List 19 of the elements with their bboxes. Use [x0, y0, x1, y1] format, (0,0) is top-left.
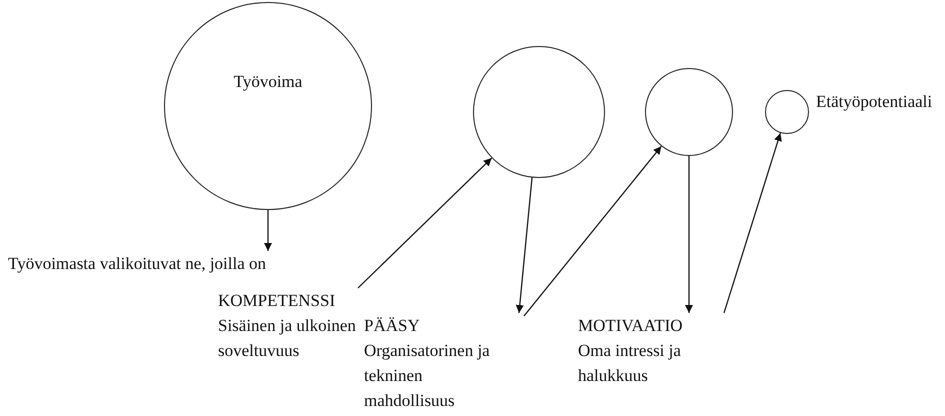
- description: Organisatorinen ja tekninen mahdollisuus: [364, 340, 491, 412]
- circle-shape: [765, 90, 809, 134]
- circle-shape: [645, 68, 733, 156]
- heading: KOMPETENSSI: [218, 290, 336, 312]
- heading: MOTIVAATIO: [578, 315, 683, 337]
- circle-label: Työvoima: [232, 71, 304, 93]
- circle-shape: [473, 46, 605, 178]
- description: Oma intressi ja halukkuus: [578, 340, 682, 387]
- arrow: [723, 132, 782, 314]
- arrow: [524, 146, 662, 316]
- heading: PÄÄSY: [364, 315, 420, 337]
- caption-text: Työvoimasta valikoituvat ne, joilla on: [8, 251, 358, 277]
- arrow: [685, 156, 693, 313]
- description: Sisäinen ja ulkoinen soveltuvuus: [218, 315, 357, 362]
- circle-caption: Etätyöpotentiaali: [816, 91, 932, 113]
- arrow: [358, 158, 492, 288]
- circle-shape: [164, 2, 372, 210]
- arrow: [264, 210, 272, 251]
- arrow: [516, 178, 533, 314]
